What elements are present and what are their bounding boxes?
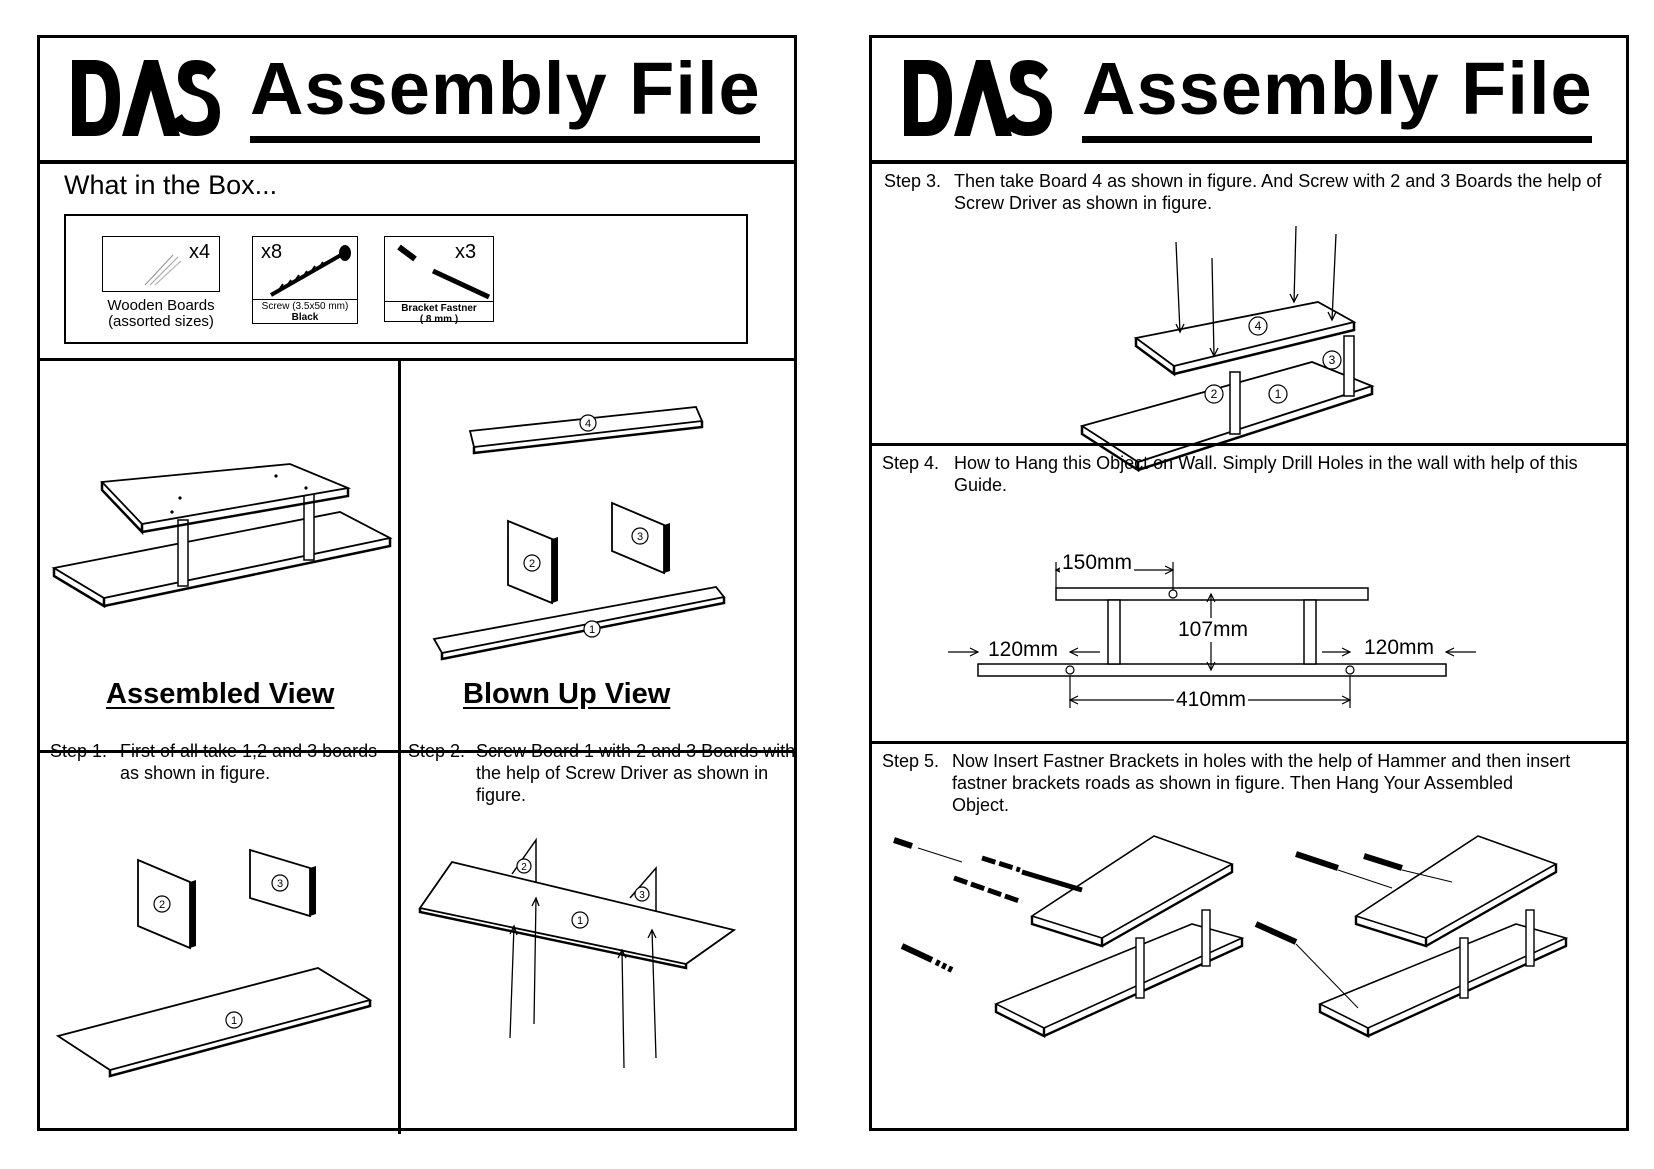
blown-up-view-illustration: 4 2 3 1	[432, 406, 726, 661]
svg-text:3: 3	[639, 890, 645, 901]
assembled-view-illustration	[51, 463, 393, 609]
svg-text:1: 1	[231, 1015, 237, 1027]
screw-icon	[270, 245, 351, 297]
blown-up-view-label: Blown Up View	[463, 678, 671, 710]
row-divider	[872, 741, 1626, 744]
svg-text:3: 3	[1329, 353, 1336, 367]
step-text: First of all take 1,2 and 3 boards as sh…	[120, 741, 378, 783]
title-underline	[1082, 136, 1592, 143]
step-5-illustration	[893, 835, 1569, 1038]
page-header: Assembly File	[40, 38, 794, 164]
svg-text:4: 4	[1255, 319, 1262, 333]
step-number: Step 1.	[50, 741, 108, 761]
svg-text:1: 1	[589, 624, 595, 636]
dimension-height: 107mm	[1178, 618, 1249, 642]
svg-text:1: 1	[1275, 387, 1282, 401]
dimension-left-margin: 120mm	[988, 638, 1059, 661]
item-quantity: x8	[261, 241, 283, 263]
item-caption: Wooden Boards(assorted sizes)	[107, 297, 215, 330]
dimension-hole-spacing: 410mm	[1174, 688, 1249, 712]
step-number: Step 2.	[408, 741, 466, 761]
box-heading: What in the Box...	[64, 170, 278, 200]
item-quantity: x3	[455, 241, 477, 263]
item-caption: Bracket Fastner( 8 mm )	[385, 301, 493, 325]
step-2-illustration: 2 3 1	[418, 837, 737, 1069]
page-title: Assembly File	[250, 47, 761, 130]
assembly-page-left: Assembly File What in the Box... x4 Wood…	[37, 35, 797, 1134]
row-divider	[872, 443, 1626, 446]
page-header: Assembly File	[872, 38, 1626, 164]
svg-text:3: 3	[277, 878, 283, 890]
step-text: Then take Board 4 as shown in figure. An…	[954, 171, 1602, 213]
svg-text:2: 2	[529, 558, 535, 570]
step-number: Step 4.	[882, 453, 940, 473]
title-underline	[250, 136, 760, 143]
svg-text:1: 1	[577, 915, 583, 927]
boards-icon	[144, 254, 182, 286]
dimension-top-offset: 150mm	[1060, 551, 1135, 575]
step-text: Screw Board 1 with 2 and 3 Boards with t…	[476, 741, 796, 805]
wooden-boards-item: x4	[102, 236, 220, 292]
step-3-illustration: 2 1 3 4	[1079, 225, 1375, 473]
svg-text:3: 3	[637, 531, 643, 543]
das-logo-icon	[904, 60, 1052, 136]
assembled-view-label: Assembled View	[106, 678, 335, 710]
das-logo-icon	[72, 60, 220, 136]
item-quantity: x4	[189, 241, 211, 263]
dimension-right-margin: 120mm	[1364, 636, 1435, 659]
column-divider	[398, 358, 401, 1134]
step-text: How to Hang this Object on Wall. Simply …	[954, 453, 1578, 495]
page-title: Assembly File	[1082, 47, 1593, 130]
step-number: Step 3.	[884, 171, 942, 191]
svg-text:2: 2	[1211, 387, 1218, 401]
step-1-illustration: 2 3 1	[55, 848, 373, 1078]
step-text: Now Insert Fastner Brackets in holes wit…	[952, 751, 1571, 815]
box-contents-frame: x4 Wooden Boards(assorted sizes) x8 Scre…	[64, 214, 748, 344]
assembly-page-right: Assembly File Step 3. Then take Board 4 …	[869, 35, 1629, 1131]
box-contents-section: What in the Box... x4 Wooden Boards(asso…	[40, 160, 794, 361]
row-divider	[40, 750, 794, 753]
svg-text:2: 2	[521, 862, 527, 873]
item-caption: Screw (3.5x50 mm)Black	[253, 299, 357, 323]
screw-item: x8 Screw (3.5x50 mm)Black	[252, 236, 358, 324]
step-number: Step 5.	[882, 751, 940, 771]
svg-text:4: 4	[585, 418, 591, 430]
bracket-fastener-icon	[397, 244, 491, 300]
svg-text:2: 2	[159, 899, 165, 911]
bracket-fastener-item: x3 Bracket Fastner( 8 mm )	[384, 236, 494, 325]
